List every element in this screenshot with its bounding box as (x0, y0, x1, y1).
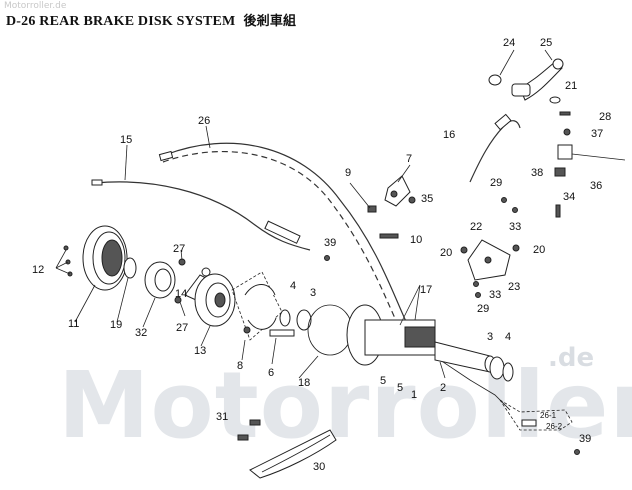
part-spring-24 (488, 74, 502, 86)
watermark-top: Motorroller.de (4, 1, 67, 11)
part-seal-3b (489, 356, 505, 380)
part-39a (324, 255, 330, 261)
part-29b (475, 292, 481, 298)
part-34 (555, 204, 561, 218)
cable-26 (158, 142, 511, 411)
callout-16: 16 (443, 129, 455, 141)
part-32 (144, 261, 176, 299)
title-cjk: 後剎車組 (243, 14, 297, 29)
part-seal-4 (279, 309, 291, 327)
part-hub-13 (194, 273, 236, 327)
part-35 (408, 196, 416, 204)
callout-30: 30 (313, 461, 325, 473)
callouts: 1 2 3 3 4 4 5 5 6 7 8 9 10 11 12 13 14 1… (32, 37, 611, 473)
part-ring-19 (123, 257, 137, 279)
callout-4a: 4 (290, 280, 296, 292)
callout-24: 24 (503, 37, 515, 49)
callout-5a: 5 (380, 375, 386, 387)
callout-39a: 39 (324, 237, 336, 249)
callout-37: 37 (591, 128, 603, 140)
callout-32: 32 (135, 327, 147, 339)
callout-33b: 33 (489, 289, 501, 301)
part-20a (460, 246, 468, 254)
part-brake-cover (82, 225, 128, 291)
callout-3b: 3 (487, 331, 493, 343)
watermark-domain: .de (548, 343, 595, 373)
part-plate-22 (467, 239, 511, 281)
part-axle-housing (346, 304, 496, 373)
part-pedal-25 (511, 58, 564, 101)
callout-12: 12 (32, 264, 44, 276)
callout-18: 18 (298, 377, 310, 389)
callout-39b: 39 (579, 433, 591, 445)
callout-1: 1 (411, 389, 417, 401)
title-text: D-26 REAR BRAKE DISK SYSTEM (6, 14, 236, 29)
part-9 (367, 205, 377, 213)
part-seal-3 (296, 309, 312, 331)
callout-4b: 4 (505, 331, 511, 343)
part-29a (501, 197, 507, 203)
cable-16 (469, 113, 521, 183)
part-37 (563, 128, 571, 136)
part-38 (554, 167, 566, 177)
callout-35: 35 (421, 193, 433, 205)
callout-8: 8 (237, 360, 243, 372)
callout-11: 11 (68, 318, 79, 330)
callout-25: 25 (540, 37, 552, 49)
callout-26-1: 26-1 (540, 411, 557, 420)
part-bracket-7 (384, 175, 411, 207)
part-adjuster (521, 419, 537, 427)
part-pin-6 (269, 329, 295, 337)
callout-2: 2 (440, 382, 446, 394)
callout-20b: 20 (533, 244, 545, 256)
callout-26-2: 26-2 (546, 422, 563, 431)
part-bolts-31 (237, 419, 261, 441)
diagram-title: D-26 REAR BRAKE DISK SYSTEM 後剎車組 (6, 10, 296, 30)
callout-26: 26 (198, 115, 210, 127)
callout-29a: 29 (490, 177, 502, 189)
callout-9: 9 (345, 167, 351, 179)
callout-6: 6 (268, 367, 274, 379)
callout-5b: 5 (397, 382, 403, 394)
part-20b (512, 244, 520, 252)
part-seal-4b (502, 362, 514, 382)
callout-31: 31 (216, 411, 228, 423)
callout-27b: 27 (176, 322, 188, 334)
part-33b (473, 281, 479, 287)
part-33a (512, 207, 518, 213)
part-rod-36 (557, 144, 626, 161)
callout-38: 38 (531, 167, 543, 179)
watermark-logo: Motorroller (58, 352, 632, 459)
callout-3a: 3 (310, 287, 316, 299)
part-bolt-10 (379, 233, 399, 239)
leader-lines (55, 49, 553, 379)
callout-15: 15 (120, 134, 132, 146)
callout-10: 10 (410, 234, 422, 246)
part-28 (559, 111, 571, 116)
part-21 (549, 96, 561, 104)
callout-33a: 33 (509, 221, 521, 233)
callout-17: 17 (420, 284, 432, 296)
callout-13: 13 (194, 345, 206, 357)
part-guard-30 (249, 429, 337, 479)
part-bolts-12 (63, 245, 73, 277)
callout-28: 28 (599, 111, 611, 123)
callout-22: 22 (470, 221, 482, 233)
cable-15 (91, 179, 311, 251)
part-39b (574, 449, 580, 455)
callout-34: 34 (563, 191, 575, 203)
callout-19: 19 (110, 319, 122, 331)
callout-27a: 27 (173, 243, 185, 255)
callout-20a: 20 (440, 247, 452, 259)
part-brake-shoes-8 (231, 271, 283, 341)
callout-14: 14 (175, 288, 187, 300)
callout-29b: 29 (477, 303, 489, 315)
callout-36: 36 (590, 180, 602, 192)
callout-21: 21 (565, 80, 577, 92)
callout-23: 23 (508, 281, 520, 293)
part-oring-18 (307, 304, 353, 356)
callout-7: 7 (406, 153, 412, 165)
